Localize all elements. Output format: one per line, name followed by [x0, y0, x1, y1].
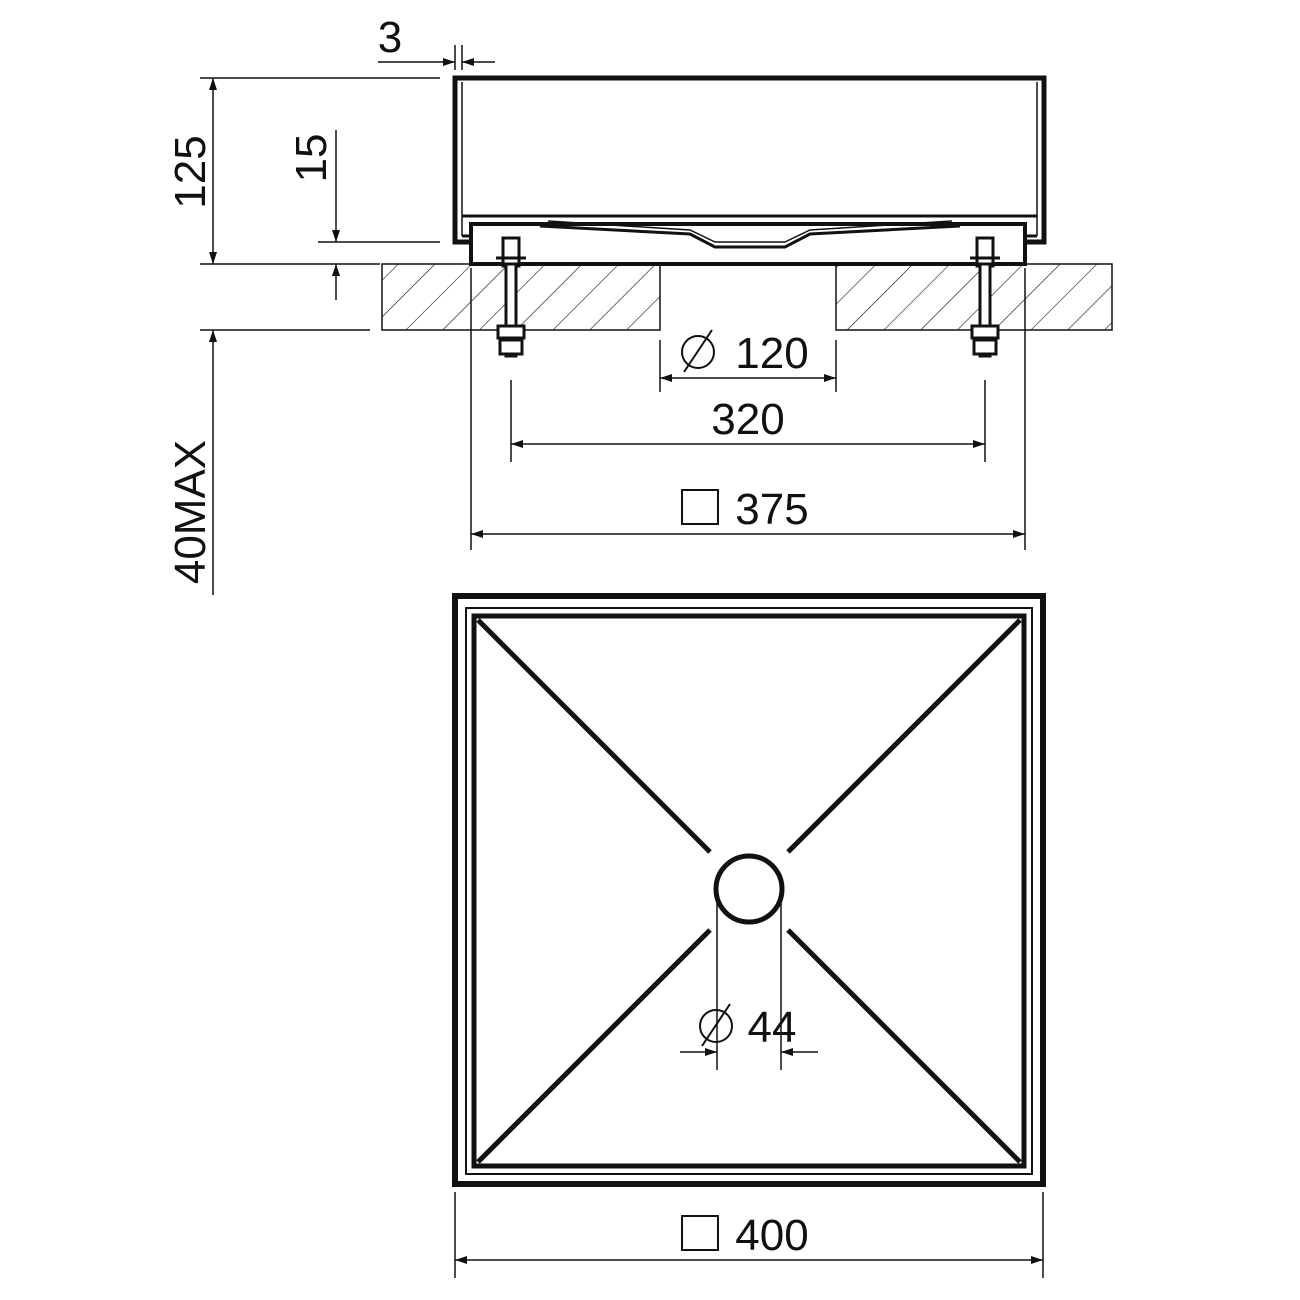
- outer-rim: [452, 593, 1046, 1187]
- mounting-bolt-right: [970, 236, 1000, 358]
- drain-diameter-top-label: 44: [748, 1003, 797, 1052]
- base-square-label: 375: [735, 485, 808, 534]
- outer-square-label: 400: [735, 1211, 808, 1260]
- total-height-label: 125: [166, 135, 215, 208]
- bolt-spacing-label: 320: [711, 395, 784, 444]
- drain-hole: [713, 853, 785, 925]
- countertop-left: [381, 263, 661, 331]
- side-view-dimensions: [200, 45, 1026, 595]
- diameter-icon: [699, 1003, 733, 1047]
- countertop-right: [835, 263, 1113, 331]
- square-icon: [681, 489, 719, 525]
- rim-offset-label: 15: [287, 134, 336, 183]
- square-icon: [681, 1215, 719, 1251]
- mounting-bolt-left: [496, 236, 526, 358]
- inner-rim: [465, 607, 1033, 1175]
- slope-lines: [476, 618, 1022, 1164]
- max-thickness-label: 40MAX: [166, 440, 215, 584]
- diameter-icon: [681, 329, 715, 373]
- basin-floor-slope-inner: [547, 220, 953, 243]
- base-plate: [469, 222, 1027, 266]
- top-view-dimensions: [454, 889, 1044, 1278]
- basin-floor: [471, 613, 1027, 1169]
- basin-floor-slope: [539, 224, 961, 249]
- rim-thickness-label: 3: [378, 13, 402, 62]
- drain-diameter-side-label: 120: [735, 329, 808, 378]
- side-view: [381, 75, 1113, 358]
- top-view: [452, 593, 1046, 1187]
